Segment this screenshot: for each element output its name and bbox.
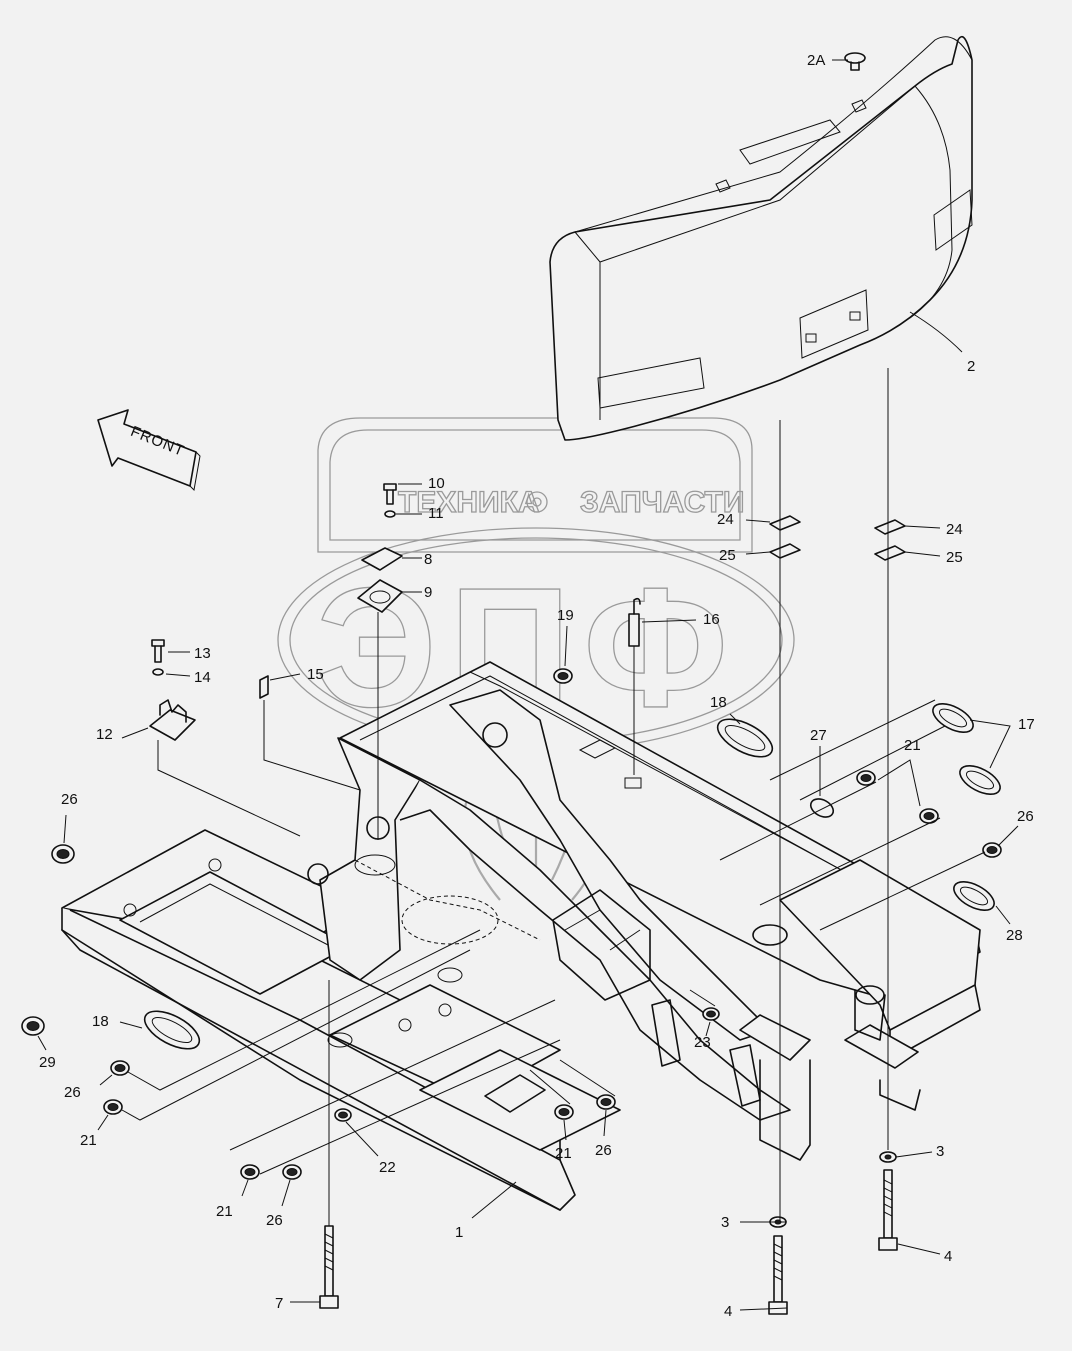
plug-29 — [21, 1016, 45, 1036]
bolt-4-mid — [768, 1235, 788, 1315]
bolt-7 — [319, 1225, 339, 1309]
callout-17: 17 — [1018, 716, 1035, 733]
pin-15 — [259, 675, 269, 699]
callout-21-left: 21 — [80, 1132, 97, 1149]
callout-29: 29 — [39, 1054, 56, 1071]
upper-frame — [61, 661, 981, 1211]
callout-12: 12 — [96, 726, 113, 743]
oval-grommet-28 — [953, 881, 995, 911]
callout-8: 8 — [424, 551, 432, 568]
plug-19 — [553, 668, 573, 684]
callout-19: 19 — [557, 607, 574, 624]
callout-1: 1 — [455, 1224, 463, 1241]
callout-9: 9 — [424, 584, 432, 601]
callout-25-right: 25 — [946, 549, 963, 566]
callout-26-bottom: 26 — [266, 1212, 283, 1229]
callout-23: 23 — [694, 1034, 711, 1051]
callout-2: 2 — [967, 358, 975, 375]
callout-2A: 2A — [807, 52, 825, 69]
callout-16: 16 — [703, 611, 720, 628]
shim-25b — [874, 545, 906, 561]
oval-grommet-18-top — [716, 718, 774, 758]
plug-21-right — [856, 770, 876, 786]
callout-18-bottom: 18 — [92, 1013, 109, 1030]
callout-22: 22 — [379, 1159, 396, 1176]
callout-18-top: 18 — [710, 694, 727, 711]
callout-25-left: 25 — [719, 547, 736, 564]
front-label: FRONT — [128, 423, 187, 460]
shim-24b — [874, 519, 906, 535]
plug-26-mid — [596, 1094, 616, 1110]
leader-lines — [37, 59, 1019, 1311]
watermark-text-right: ЗАПЧАСТИ — [580, 486, 744, 519]
callout-28: 28 — [1006, 927, 1023, 944]
plug-23 — [702, 1007, 720, 1021]
callout-26-left: 26 — [64, 1084, 81, 1101]
callout-26-mid: 26 — [595, 1142, 612, 1159]
callout-27: 27 — [810, 727, 827, 744]
oval-grommet-27 — [809, 798, 835, 818]
callout-4-mid: 4 — [724, 1303, 732, 1320]
callout-26-right: 26 — [1017, 808, 1034, 825]
plug-26-bottom — [282, 1164, 302, 1180]
oval-grommet-17b — [959, 765, 1001, 795]
cover-plate-8 — [361, 547, 403, 571]
plug-26-top-left — [51, 844, 75, 864]
callout-24-right: 24 — [946, 521, 963, 538]
bolt-10 — [383, 483, 397, 518]
callout-21-mid: 21 — [555, 1145, 572, 1162]
callout-15: 15 — [307, 666, 324, 683]
lifting-cap-2a — [844, 52, 866, 71]
plug-21-left — [103, 1099, 123, 1115]
gear-icon — [526, 491, 548, 513]
plug-21-mid — [554, 1104, 574, 1120]
callout-26-top-left: 26 — [61, 791, 78, 808]
callout-10: 10 — [428, 475, 445, 492]
callout-21-right: 21 — [904, 737, 921, 754]
plug-26-left — [110, 1060, 130, 1076]
plug-21-bottom — [240, 1164, 260, 1180]
callout-7: 7 — [275, 1295, 283, 1312]
shim-24a — [769, 515, 801, 531]
oval-grommet-18-bottom — [143, 1010, 201, 1050]
callout-21-bottom: 21 — [216, 1203, 233, 1220]
callout-labels: 2A 2 10 11 8 9 24 25 24 25 19 16 13 14 1… — [39, 52, 1035, 1320]
bolt-4-right — [878, 1169, 898, 1251]
plug-22 — [334, 1108, 352, 1122]
callout-13: 13 — [194, 645, 211, 662]
callout-3-right: 3 — [936, 1143, 944, 1160]
callout-3-mid: 3 — [721, 1214, 729, 1231]
callout-14: 14 — [194, 669, 211, 686]
front-direction-arrow: FRONT — [97, 409, 201, 492]
washer-3-right — [879, 1151, 897, 1163]
counterweight — [549, 35, 973, 441]
plug-21-right2 — [919, 808, 939, 824]
callout-4-right: 4 — [944, 1248, 952, 1265]
callout-11: 11 — [428, 505, 444, 522]
shim-25a — [769, 543, 801, 559]
plug-26-right — [982, 842, 1002, 858]
oval-grommet-17a — [932, 703, 974, 733]
callout-24-left: 24 — [717, 511, 734, 528]
bracket-assembly-12 — [149, 639, 196, 741]
